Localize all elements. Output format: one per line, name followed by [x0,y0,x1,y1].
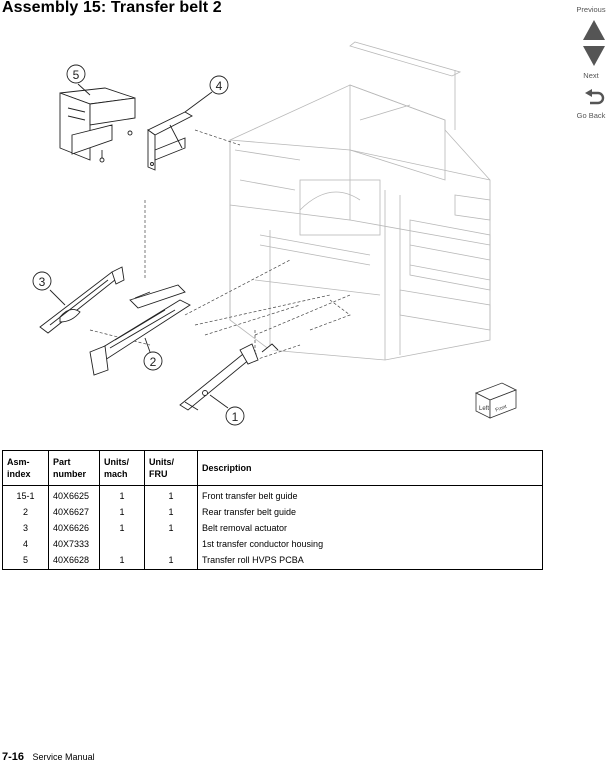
cell-part-number: 40X6626 [48,520,100,536]
callout-1: 1 [232,410,239,424]
table-row: 15-1 40X6625 1 1 Front transfer belt gui… [2,485,543,504]
cell-description: 1st transfer conductor housing [197,536,543,552]
cell-part-number: 40X6628 [48,552,100,570]
page-number: 7-16 [2,751,25,763]
cell-part-number: 40X6627 [48,504,100,520]
page-title: Assembly 15: Transfer belt 2 [2,0,222,16]
cell-description: Front transfer belt guide [197,485,543,504]
cell-units-fru: 1 [144,552,198,570]
cell-units-mach: 1 [99,504,145,520]
manual-name: Service Manual [32,752,95,762]
cell-asm-index: 5 [2,552,49,570]
header-units-mach: Units/mach [99,450,145,486]
part-4-conductor-housing [147,111,193,171]
table-row: 4 40X7333 1st transfer conductor housing [2,536,543,552]
table-row: 5 40X6628 1 1 Transfer roll HVPS PCBA [2,552,543,570]
cell-description: Belt removal actuator [197,520,543,536]
callouts: 5 4 3 2 1 [32,64,245,426]
printer-frame-drawing [229,41,491,361]
orientation-front-label: Front [495,404,509,414]
cell-units-fru: 1 [144,485,198,504]
part-5-hvps-pcba [59,87,136,163]
header-asm-index: Asm-index [2,450,49,486]
table-row: 3 40X6626 1 1 Belt removal actuator [2,520,543,536]
cell-part-number: 40X7333 [48,536,100,552]
cell-asm-index: 3 [2,520,49,536]
cell-asm-index: 15-1 [2,485,49,504]
cell-units-fru: 1 [144,504,198,520]
go-back-icon[interactable] [584,89,606,109]
cell-units-fru [144,536,198,552]
part-1-front-belt-guide [179,343,279,411]
cell-description: Transfer roll HVPS PCBA [197,552,543,570]
cell-part-number: 40X6625 [48,485,100,504]
cell-units-fru: 1 [144,520,198,536]
callout-5: 5 [73,68,80,82]
previous-label[interactable]: Previous [576,5,606,14]
go-back-label[interactable]: Go Back [576,111,606,120]
cell-units-mach: 1 [99,520,145,536]
header-units-fru: Units/FRU [144,450,198,486]
callout-3: 3 [39,275,46,289]
cell-units-mach: 1 [99,552,145,570]
exploded-parts-diagram: Left Front 5 4 3 2 1 [32,41,517,426]
next-label[interactable]: Next [583,71,599,80]
table-row: 2 40X6627 1 1 Rear transfer belt guide [2,504,543,520]
callout-2: 2 [150,355,157,369]
header-description: Description [197,450,543,486]
page-footer: 7-16 Service Manual [2,751,95,763]
cell-units-mach: 1 [99,485,145,504]
cell-description: Rear transfer belt guide [197,504,543,520]
part-3-belt-removal-actuator [39,266,125,334]
orientation-box: Left Front [475,382,517,419]
cell-asm-index: 2 [2,504,49,520]
next-arrow-icon[interactable] [582,45,606,67]
callout-4: 4 [216,79,223,93]
orientation-left-label: Left [479,406,489,412]
cell-units-mach [99,536,145,552]
part-2-rear-belt-guide [89,284,191,376]
previous-arrow-icon[interactable] [582,19,606,41]
cell-asm-index: 4 [2,536,49,552]
